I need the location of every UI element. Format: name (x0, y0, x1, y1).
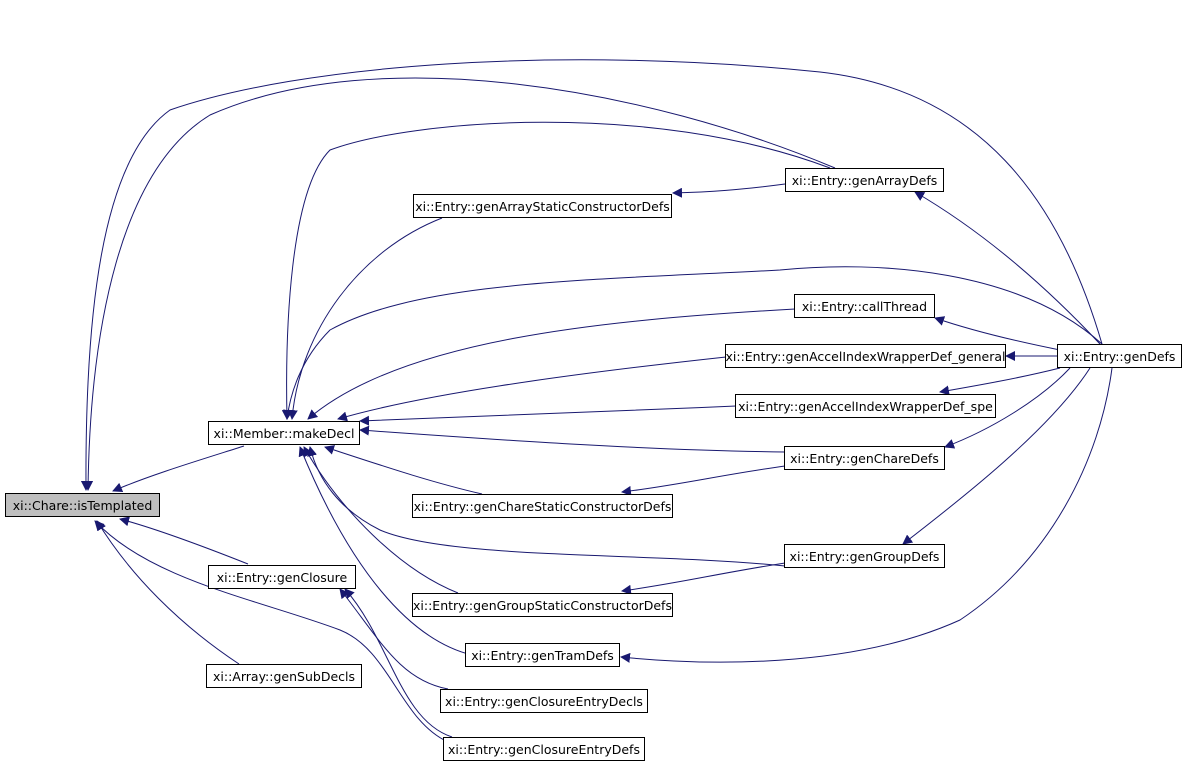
edge-genArrayDefs-to-makeDecl (281, 121, 831, 420)
edge-genAccelIndexWrapperDef_spe-to-makeDecl (359, 405, 737, 426)
edge-genDefs-to-genArrayDefs (914, 191, 1101, 345)
edge-genChareDefs-to-genChareStaticConstructorDefs (621, 465, 786, 496)
node-entry-gentramdefs[interactable]: xi::Entry::genTramDefs (465, 643, 620, 667)
node-entry-genarraydefs[interactable]: xi::Entry::genArrayDefs (785, 168, 944, 192)
edge-genAccelIndexWrapperDef_general-to-makeDecl (337, 356, 727, 422)
edge-genClosureEntryDecls-to-genClosure (339, 588, 449, 690)
edge-genClosure-to-isTemplated (119, 516, 249, 565)
node-entry-genchearestaticconstructordefs[interactable]: xi::Entry::genChareStaticConstructorDefs (412, 494, 673, 518)
edge-genDefs-to-makeDecl (283, 266, 1103, 420)
edge-genArrayDefs-to-isTemplated (83, 77, 836, 491)
node-chare-istemplated[interactable]: xi::Chare::isTemplated (5, 493, 160, 517)
edge-genDefs-to-genAccelIndexWrapperDef_spe (939, 367, 1061, 396)
edge-genChareDefs-to-makeDecl (359, 425, 786, 453)
node-entry-genclosureentrydecls[interactable]: xi::Entry::genClosureEntryDecls (440, 689, 648, 713)
edge-genGroupDefs-to-makeDecl (307, 446, 786, 567)
node-entry-genarraystaticconstructordefs[interactable]: xi::Entry::genArrayStaticConstructorDefs (413, 194, 672, 218)
edge-callThread-to-makeDecl (307, 308, 796, 420)
node-entry-gendefs[interactable]: xi::Entry::genDefs (1057, 344, 1182, 368)
node-array-gensubdecls[interactable]: xi::Array::genSubDecls (206, 664, 362, 688)
edge-genDefs-to-genChareDefs (944, 367, 1071, 449)
node-entry-genclosure[interactable]: xi::Entry::genClosure (208, 565, 356, 589)
edge-genChareStaticConstructorDefs-to-makeDecl (324, 445, 483, 495)
edge-genDefs-to-genGroupDefs (902, 367, 1091, 545)
edge-genDefs-to-callThread (934, 316, 1061, 351)
edge-genDefs-to-isTemplated (80, 59, 1103, 491)
edge-genDefs-to-genTramDefs (620, 367, 1113, 663)
edge-genArrayStaticConstructorDefs-to-makeDecl (287, 217, 443, 420)
node-member-makedecl[interactable]: xi::Member::makeDecl (208, 421, 360, 445)
edge-genClosureEntryDefs-to-genClosure (344, 588, 453, 738)
node-entry-genaccelindexwrapperdef-spe[interactable]: xi::Entry::genAccelIndexWrapperDef_spe (735, 394, 996, 418)
node-entry-callthread[interactable]: xi::Entry::callThread (794, 294, 935, 318)
edge-genClosureEntryDefs-to-isTemplated (94, 520, 449, 743)
edge-genSubDecls-to-isTemplated (96, 520, 240, 665)
node-entry-gengroupstaticconstructordefs[interactable]: xi::Entry::genGroupStaticConstructorDefs (412, 593, 673, 617)
edge-genGroupStaticConstructorDefs-to-makeDecl (303, 446, 459, 594)
edge-makeDecl-to-isTemplated (112, 445, 245, 493)
edge-genTramDefs-to-makeDecl (298, 446, 473, 656)
edge-genArrayDefs-to-genArrayStaticConstructorDefs (672, 183, 786, 198)
node-entry-genchardefs[interactable]: xi::Entry::genChareDefs (784, 446, 945, 470)
node-entry-genclosureentrydefs[interactable]: xi::Entry::genClosureEntryDefs (443, 737, 645, 761)
node-entry-gengroupdefs[interactable]: xi::Entry::genGroupDefs (784, 544, 945, 568)
node-entry-genaccelindexwrapperdef-general[interactable]: xi::Entry::genAccelIndexWrapperDef_gener… (725, 344, 1006, 368)
edge-genGroupDefs-to-genGroupStaticConstructorDefs (621, 562, 786, 595)
